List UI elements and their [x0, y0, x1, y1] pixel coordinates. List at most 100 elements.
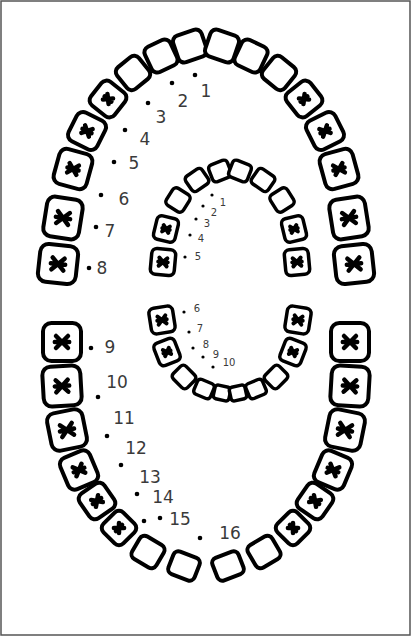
tooth-outline [171, 364, 198, 391]
tooth-fissure [90, 495, 103, 508]
tooth [245, 534, 282, 571]
callout-number: 8 [203, 340, 209, 350]
tooth-fissure [72, 463, 86, 476]
tooth [42, 365, 82, 407]
tooth [268, 186, 296, 214]
callout-dot [183, 255, 186, 258]
tooth [280, 215, 307, 244]
tooth-outline [164, 186, 192, 214]
callout-dot [201, 204, 204, 207]
callout-dot [191, 346, 194, 349]
tooth [328, 195, 370, 240]
tooth-fissure [59, 423, 75, 438]
tooth-outline [52, 147, 94, 191]
callout-number: 16 [219, 525, 241, 542]
tooth-outline [284, 248, 310, 276]
tooth-outline [283, 78, 325, 120]
callout-number: 5 [195, 252, 201, 262]
tooth [43, 323, 81, 361]
callout-dot [193, 73, 198, 78]
callout-number: 6 [194, 304, 200, 314]
tooth-fissure [341, 211, 357, 225]
tooth [167, 550, 202, 583]
callout-dot [99, 193, 104, 198]
callout-dot [188, 233, 191, 236]
tooth [171, 364, 198, 391]
callout-number: 2 [178, 93, 189, 110]
tooth-fissure [55, 336, 69, 348]
callout-dot [201, 355, 204, 358]
tooth-fissure [81, 125, 94, 137]
tooth-outline [273, 508, 313, 548]
tooth [227, 159, 252, 183]
tooth [152, 337, 181, 367]
tooth-outline [148, 305, 176, 334]
tooth [37, 243, 79, 285]
callout-number: 4 [198, 234, 204, 244]
tooth-fissure [332, 163, 346, 175]
tooth-outline [66, 110, 109, 153]
tooth [330, 365, 370, 407]
tooth [263, 364, 290, 391]
tooth [152, 215, 179, 244]
tooth-fissure [292, 258, 302, 267]
tooth [250, 167, 277, 193]
tooth [278, 337, 307, 367]
tooth [284, 248, 310, 276]
tooth [42, 195, 84, 240]
tooth [184, 167, 211, 193]
tooth-outline [99, 508, 139, 548]
tooth-outline [42, 195, 84, 240]
tooth [229, 384, 248, 401]
callout-number: 3 [204, 219, 210, 229]
tooth-outline [211, 550, 246, 583]
tooth-fissure [288, 348, 297, 357]
tooth [87, 78, 129, 120]
tooth-fissure [55, 211, 71, 225]
tooth-outline [333, 243, 375, 285]
tooth-outline [250, 167, 277, 193]
tooth [333, 243, 375, 285]
tooth [46, 408, 89, 452]
callout-number: 7 [197, 324, 203, 334]
tooth-outline [245, 534, 282, 571]
callout-dot [158, 516, 163, 521]
tooth [304, 110, 347, 153]
callout-dot [135, 492, 140, 497]
callout-number: 12 [125, 440, 147, 457]
tooth [283, 78, 325, 120]
tooth-outline [152, 337, 181, 367]
tooth-fissure [162, 348, 171, 357]
tooth-fissure [102, 93, 113, 104]
callout-number: 15 [169, 511, 191, 528]
tooth-outline [152, 215, 179, 244]
callout-dot [211, 365, 214, 368]
callout-number: 3 [156, 109, 167, 126]
tooth-outline [43, 323, 81, 361]
tooth-fissure [290, 225, 299, 233]
tooth-fissure [343, 336, 357, 348]
callout-dot [187, 330, 190, 333]
tooth [66, 110, 109, 153]
tooth-outline [280, 215, 307, 244]
tooth-outline [129, 534, 166, 571]
tooth-fissure [319, 125, 332, 137]
tooth-fissure [298, 93, 309, 104]
callout-dot [182, 310, 185, 313]
tooth [99, 508, 139, 548]
callout-dot [119, 463, 124, 468]
callout-dot [194, 217, 197, 220]
callout-dot [142, 519, 147, 524]
callout-number: 6 [119, 191, 130, 208]
tooth [129, 534, 166, 571]
tooth-fissure [158, 258, 168, 267]
callout-dot [198, 536, 203, 541]
callout-number: 1 [220, 198, 226, 208]
tooth-fissure [287, 522, 298, 533]
tooth-fissure [66, 163, 80, 175]
callout-number: 10 [223, 358, 236, 368]
tooth-fissure [54, 380, 69, 393]
tooth-outline [167, 550, 202, 583]
tooth-outline [330, 365, 370, 407]
